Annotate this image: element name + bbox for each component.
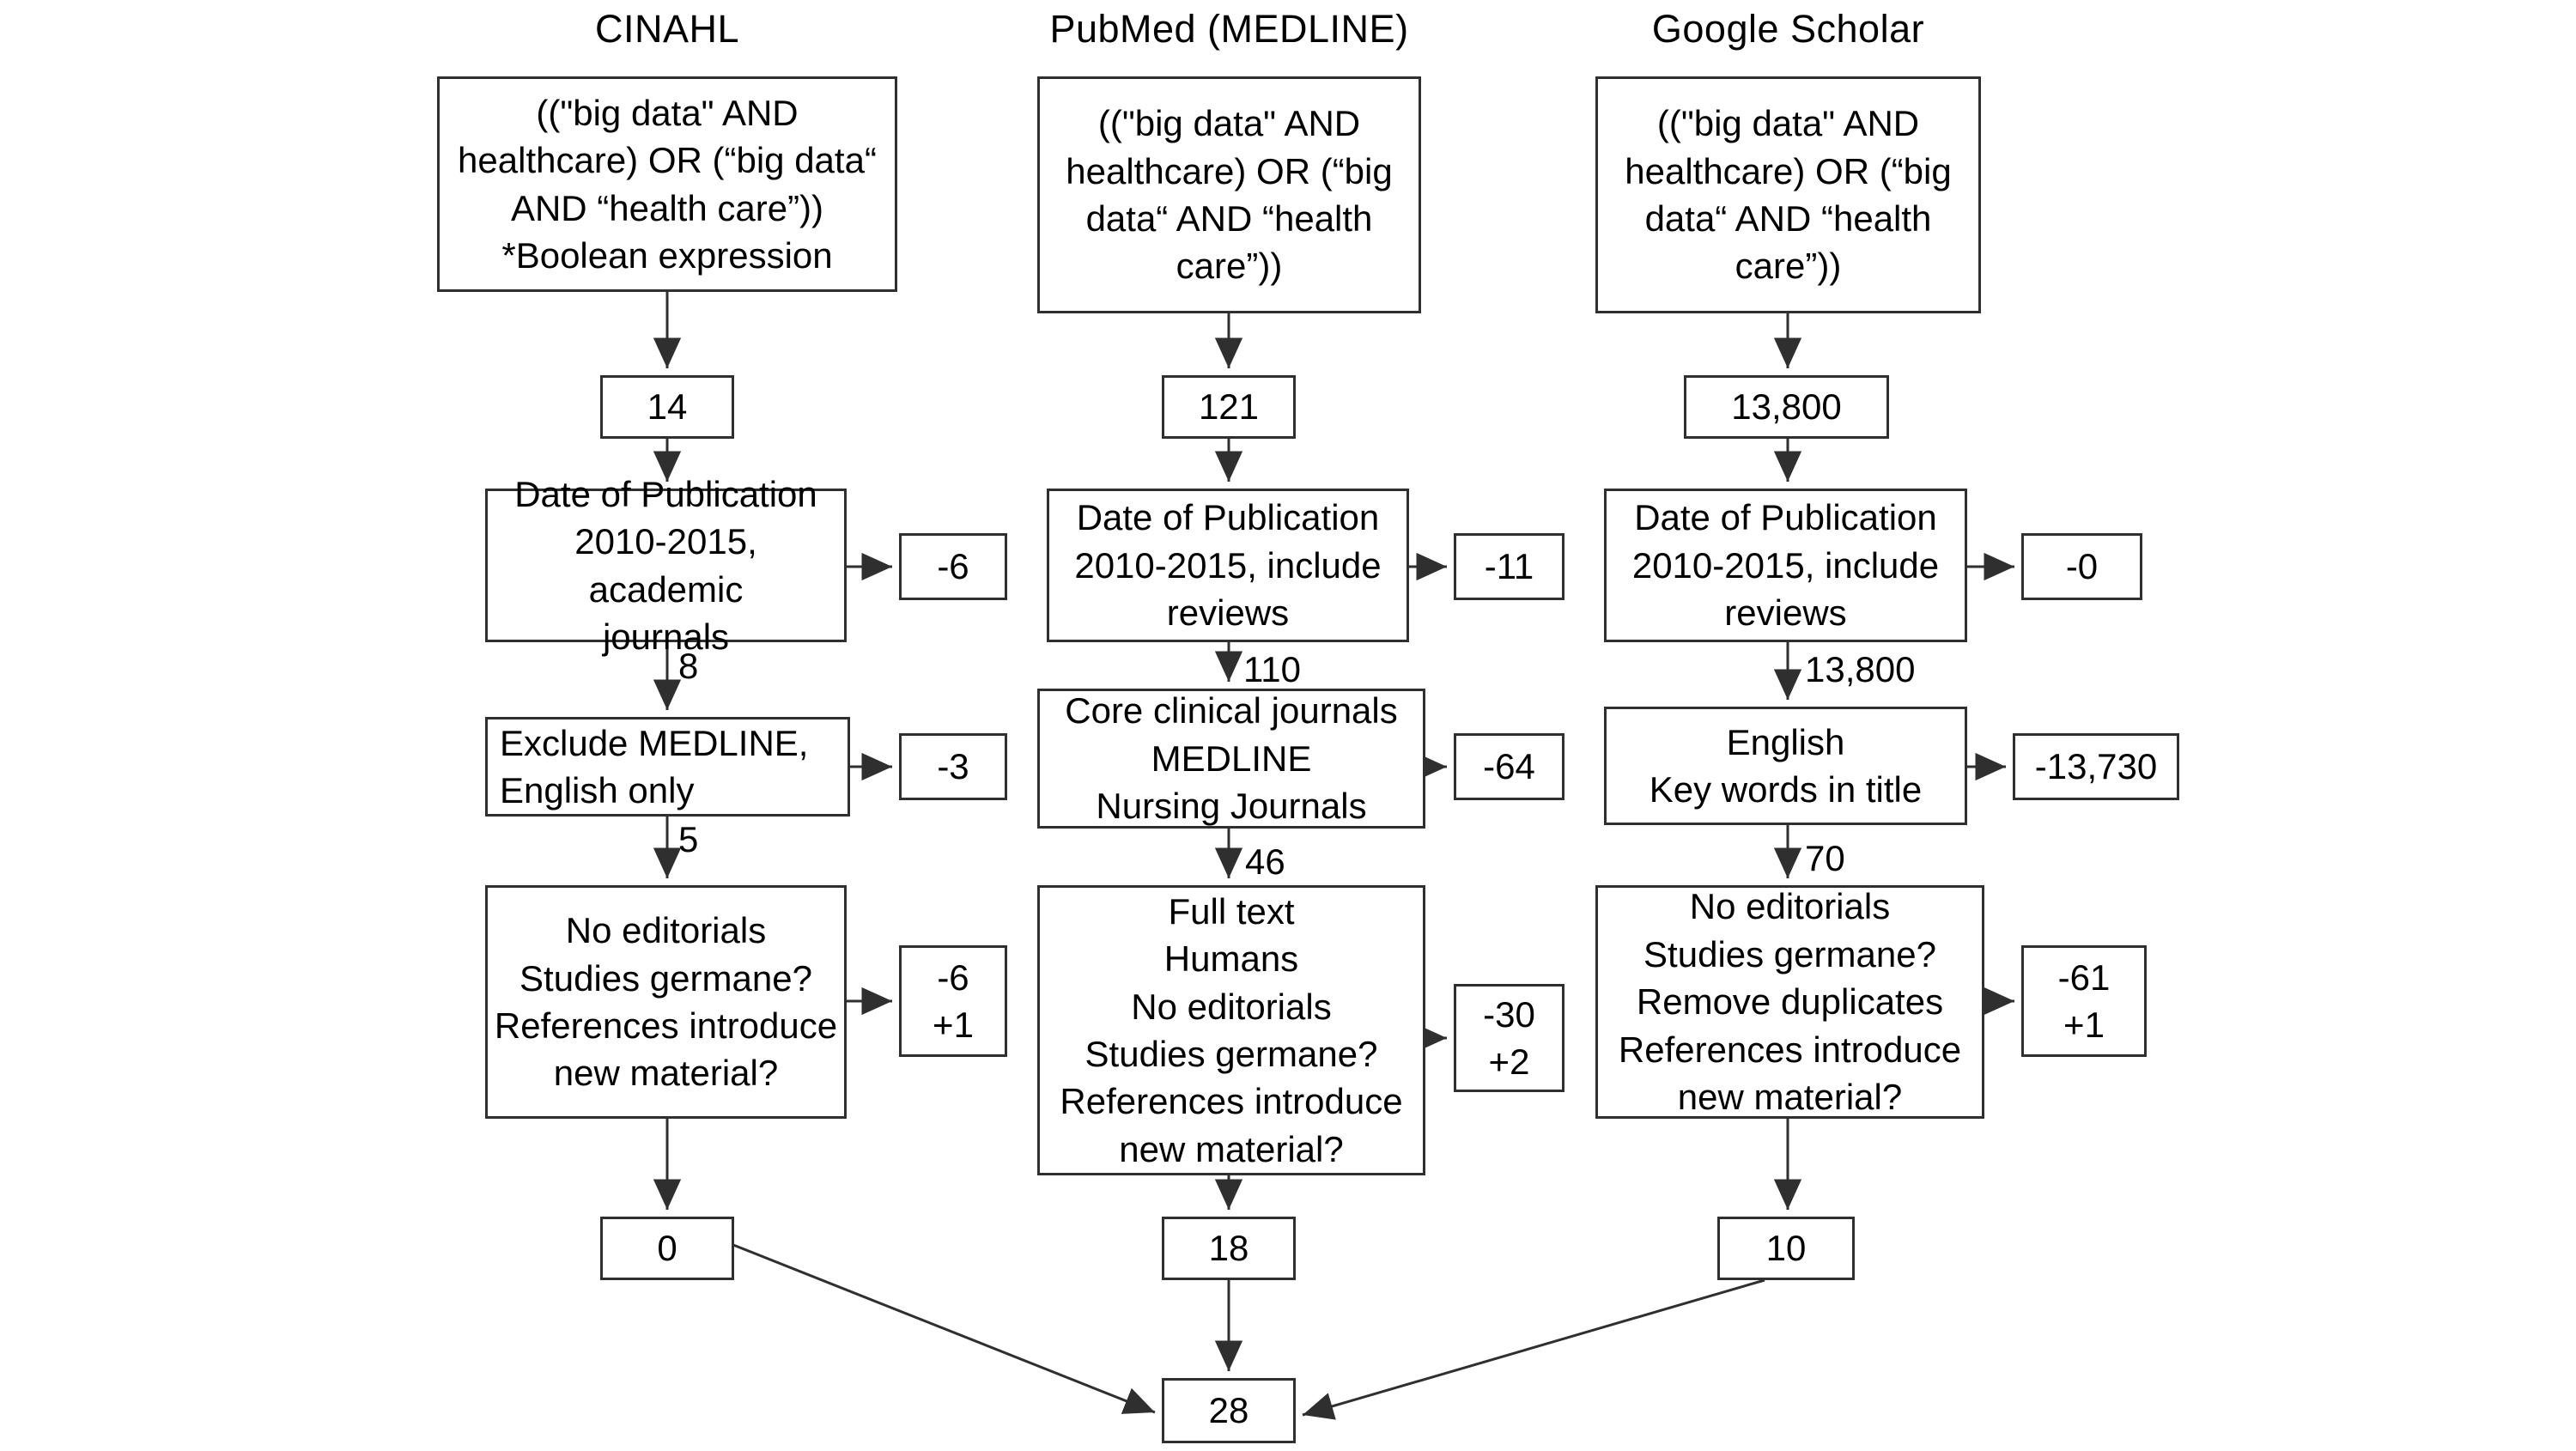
google-scholar-query-box: (("big data" AND healthcare) OR (“big da… — [1595, 76, 1981, 313]
pubmed-final-count-box: 18 — [1162, 1217, 1296, 1280]
pubmed-result1-label: 110 — [1243, 649, 1301, 689]
google-scholar-filter1-box: Date of Publication 2010-2015, include r… — [1604, 489, 1967, 642]
pubmed-initial-count-box: 121 — [1162, 375, 1296, 439]
pubmed-query-box: (("big data" AND healthcare) OR (“big da… — [1037, 76, 1421, 313]
google-scholar-result2-label: 70 — [1805, 838, 1845, 878]
cinahl-final-count-box: 0 — [600, 1217, 734, 1280]
cinahl-result2-label: 5 — [678, 819, 699, 859]
cinahl-filter1-box: Date of Publication 2010-2015, academic … — [485, 474, 847, 657]
column-title-pubmed: PubMed (MEDLINE) — [1049, 7, 1409, 51]
cinahl-excluded3-box: -6 +1 — [899, 945, 1007, 1057]
cinahl-excluded1-box: -6 — [899, 533, 1007, 600]
pubmed-filter1-box: Date of Publication 2010-2015, include r… — [1047, 489, 1409, 642]
column-title-cinahl: CINAHL — [594, 7, 740, 51]
pubmed-result2-label: 46 — [1245, 841, 1285, 882]
google-scholar-final-count-box: 10 — [1717, 1217, 1855, 1280]
google-scholar-filter3-box: No editorials Studies germane? Remove du… — [1595, 885, 1984, 1119]
cinahl-filter2-box: Exclude MEDLINE, English only — [485, 717, 850, 817]
cinahl-initial-count-box: 14 — [600, 375, 734, 439]
cinahl-query-box: (("big data" AND healthcare) OR (“big da… — [437, 76, 897, 292]
pubmed-filter3-box: Full text Humans No editorials Studies g… — [1037, 885, 1425, 1175]
google-scholar-result1-label: 13,800 — [1805, 649, 1916, 689]
pubmed-excluded3-box: -30 +2 — [1454, 984, 1564, 1092]
google-scholar-excluded2-box: -13,730 — [2013, 733, 2179, 800]
cinahl-result1-label: 8 — [678, 646, 699, 686]
cinahl-excluded2-box: -3 — [899, 733, 1007, 800]
cinahl-filter3-box: No editorials Studies germane? Reference… — [485, 885, 847, 1119]
google-scholar-excluded3-box: -61 +1 — [2021, 945, 2147, 1057]
column-title-google-scholar: Google Scholar — [1651, 7, 1925, 51]
pubmed-excluded1-box: -11 — [1454, 533, 1564, 600]
total-count-box: 28 — [1162, 1378, 1296, 1443]
google-scholar-excluded1-box: -0 — [2021, 533, 2142, 600]
pubmed-excluded2-box: -64 — [1454, 733, 1564, 800]
google-scholar-initial-count-box: 13,800 — [1684, 375, 1889, 439]
google-scholar-filter2-box: English Key words in title — [1604, 707, 1967, 825]
pubmed-filter2-box: Core clinical journals MEDLINE Nursing J… — [1037, 689, 1425, 829]
